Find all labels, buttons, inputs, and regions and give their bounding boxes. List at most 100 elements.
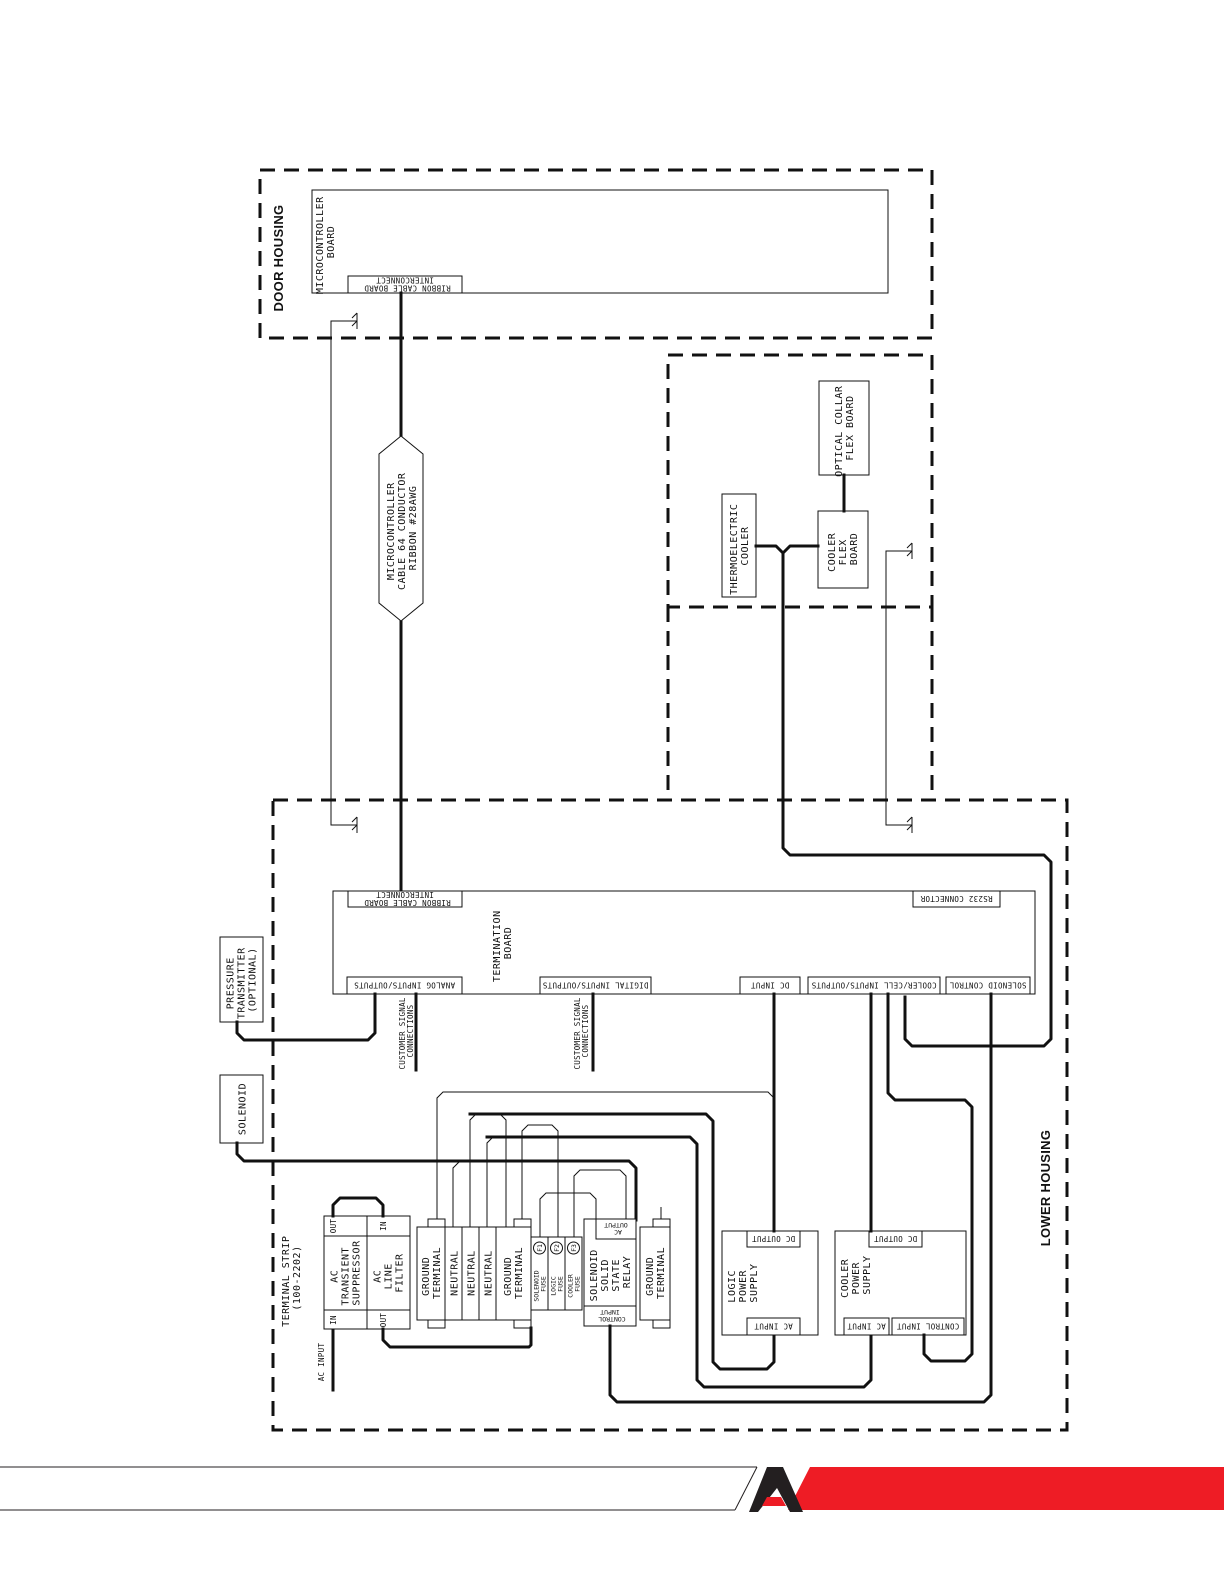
relay-control-input-label: CONTROL INPUT (594, 1308, 625, 1323)
cooler-ac-input-label: AC INPUT (847, 1322, 886, 1331)
ribbon-interconnect-top (347, 275, 463, 294)
fuse-f3-label: F3 (570, 1244, 578, 1252)
brand-logo-accent (762, 1497, 786, 1506)
ground-lead-door (330, 320, 357, 826)
pressure-transmitter-wire (235, 992, 377, 1042)
customer-signal-digital-label: CUSTOMER SIGNAL CONNECTIONS (573, 992, 590, 1069)
neutral-terminal-1-label: NEUTRAL (450, 1250, 461, 1296)
logic-ac-input (746, 1317, 801, 1336)
relay-ac-output-label: AC OUTPUT (604, 1221, 628, 1236)
solenoid (219, 1074, 264, 1144)
relay-control-wire (608, 992, 993, 1404)
cooler-dc-output (868, 1230, 923, 1248)
lower-housing-title: LOWER HOUSING (1038, 1130, 1053, 1247)
cooler-cell-io-connector (807, 976, 941, 995)
cooler-control-input-label: CONTROL INPUT (897, 1322, 960, 1331)
ribbon-cable-label: MICROCONTROLLER CABLE 64 CONDUCTOR RIBBO… (386, 466, 419, 590)
ac-transient-suppressor-label: AC TRANSIENT SUPPRESSOR (330, 1240, 363, 1306)
cooler-housing-border (666, 353, 934, 609)
pressure-transmitter (219, 936, 264, 1023)
terminal-strip-title: TERMINAL STRIP (100-2202) (281, 1229, 303, 1327)
lower-housing-border (271, 798, 1069, 1432)
logic-ac-input-label: AC INPUT (754, 1322, 793, 1331)
optical-collar-flex-board-label: OPTICAL COLLAR FLEX BOARD (834, 379, 856, 477)
rs232-connector-label: RS232 CONNECTOR (920, 894, 992, 903)
ribbon-interconnect-bottom (347, 890, 463, 908)
fuse-thin-wire-3 (573, 1169, 627, 1237)
cooler-supply-ac-wire (485, 1135, 873, 1389)
logic-dc-thin-wire (436, 1091, 775, 1219)
analog-io-connector (346, 976, 463, 995)
digital-io-connector (539, 976, 652, 995)
ground-symbol-1 (351, 312, 358, 329)
solenoid-control-label: SOLENOID CONTROL (949, 981, 1026, 990)
footer-red-band (788, 1467, 1224, 1510)
ribbon-interconnect-top-label: RIBBON CABLE BOARD INTERCONNECT (359, 276, 451, 293)
filter-out-label: OUT (379, 1313, 388, 1328)
ac-input-label: AC INPUT (317, 1343, 326, 1382)
cooler-fuse-label: COOLER FUSE (567, 1270, 582, 1297)
fuse-f2-marker (550, 1241, 563, 1255)
cooler-dc-output-label: DC OUTPUT (874, 1234, 918, 1243)
solenoid-control-connector (945, 976, 1031, 995)
logic-dc-output-label: DC OUTPUT (752, 1234, 796, 1243)
digital-io-label: DIGITAL INPUTS/OUTPUTS (542, 981, 648, 990)
ribbon-cable-hexagon (378, 435, 424, 622)
dc-input-connector (739, 976, 801, 995)
neutral-terminal-3-label: NEUTRAL (484, 1250, 495, 1296)
solenoid-label: SOLENOID (238, 1083, 249, 1135)
relay-ac-output (595, 1218, 637, 1240)
cooler-control-wire (886, 992, 974, 1363)
cooler-flex-board-label: COOLER FLEX BOARD (827, 526, 860, 572)
ac-line-filter-label: AC LINE FILTER (373, 1253, 406, 1293)
thermoelectric-cooler-label: THERMOELECTRIC COOLER (729, 497, 751, 595)
pressure-transmitter-label: PRESSURE TRANSMITTER (OPTIONAL) (226, 941, 259, 1019)
neutral-thin-wire-3 (486, 1136, 494, 1227)
neutral-terminal-2-label: NEUTRAL (467, 1250, 478, 1296)
fuse-thin-wire-2 (539, 1192, 597, 1237)
suppressor-out-label: OUT (329, 1219, 338, 1234)
cooler-cell-io-label: COOLER/CELL INPUTS/OUTPUTS (811, 981, 936, 990)
dc-input-label: DC INPUT (751, 981, 790, 990)
neutral-thin-wire-2 (469, 1113, 507, 1227)
fuse-f1-marker (533, 1241, 546, 1255)
termination-board-label: TERMINATION BOARD (492, 904, 514, 982)
neutral-thin-wire-1 (452, 1161, 460, 1227)
customer-signal-analog-label: CUSTOMER SIGNAL CONNECTIONS (398, 992, 415, 1069)
ground-terminal-2-label: GROUND TERMINAL (503, 1247, 525, 1299)
cooler-flex-board (817, 510, 869, 589)
thermoelectric-cooler (721, 493, 757, 598)
ground-symbol-3 (906, 542, 913, 559)
filter-out-wire (381, 1326, 533, 1349)
door-housing-title: DOOR HOUSING (271, 205, 286, 312)
fuse-f3-marker (567, 1241, 580, 1255)
fuse-thin-wire-1 (521, 1124, 559, 1237)
solenoid-fuse-label: SOLENOID FUSE (533, 1266, 548, 1301)
suppressor-in-label: IN (329, 1315, 338, 1325)
ground-symbol-4 (906, 816, 913, 833)
suppressor-to-filter-wire (331, 1196, 385, 1218)
cooler-ac-input (843, 1317, 890, 1336)
filter-in-label: IN (379, 1221, 388, 1231)
cooler-control-input (891, 1317, 965, 1336)
door-housing-border (258, 168, 934, 340)
fuse-f1-label: F1 (536, 1244, 544, 1252)
fuse-f2-label: F2 (553, 1244, 561, 1252)
ground-terminal-1-label: GROUND TERMINAL (421, 1247, 443, 1299)
rs232-connector (912, 890, 1001, 908)
cooler-power-supply-label: COOLER POWER SUPPLY (840, 1252, 873, 1298)
logic-power-supply-label: LOGIC POWER SUPPLY (727, 1263, 760, 1302)
logic-supply-ac-wire (468, 1112, 776, 1371)
ground-lead-cooler (885, 550, 912, 826)
cooler-y-wire (754, 544, 820, 555)
optical-collar-flex-board (818, 380, 870, 476)
ground-symbol-2 (351, 816, 358, 833)
footer-rule-slant (734, 1466, 758, 1511)
logic-fuse-label: LOGIC FUSE (550, 1272, 565, 1296)
microcontroller-board-label: MICROCONTROLLER BOARD (315, 190, 337, 294)
ground-terminal-3-label: GROUND TERMINAL (645, 1247, 667, 1299)
cooler-to-termination-wire (781, 551, 1053, 1048)
analog-io-label: ANALOG INPUTS/OUTPUTS (354, 981, 455, 990)
brand-logo-mark (749, 1467, 803, 1512)
